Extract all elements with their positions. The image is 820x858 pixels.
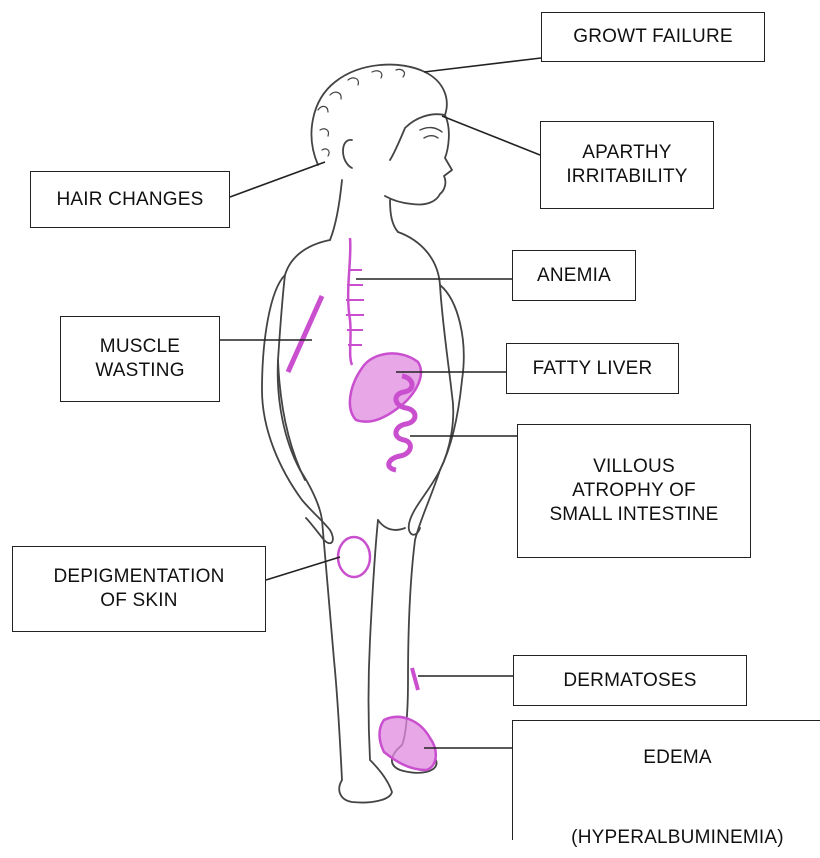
label-anemia: ANEMIA [512,250,636,301]
face-outline [385,115,452,205]
label-dermatoses-text: DERMATOSES [563,669,696,693]
left-leg [322,520,392,803]
label-depigmentation-text: DEPIGMENTATION OF SKIN [54,565,225,613]
muscle-wasting-highlight [288,296,322,372]
label-growth-failure: GROWT FAILURE [541,12,765,62]
hair-outline [312,65,447,165]
groin [378,520,405,530]
label-growth-failure-text: GROWT FAILURE [573,25,733,49]
label-fatty-liver: FATTY LIVER [506,343,679,394]
label-muscle-wasting-text: MUSCLE WASTING [95,335,184,383]
label-hair-changes-text: HAIR CHANGES [56,188,203,212]
edema-highlight [380,717,436,770]
neck-right [390,200,398,232]
label-villous-atrophy-text: VILLOUS ATROPHY OF SMALL INTESTINE [549,455,718,527]
label-edema: EDEMA (HYPERALBUMINEMIA) [512,720,820,840]
depigmentation-highlight [338,537,370,577]
connector-apathy [442,116,540,155]
label-dermatoses: DERMATOSES [513,655,747,706]
label-edema-text: EDEMA (HYPERALBUMINEMIA) [571,738,784,858]
dermatoses-highlight [412,668,418,690]
neck-left [330,180,342,240]
label-villous-atrophy: VILLOUS ATROPHY OF SMALL INTESTINE [517,424,751,558]
label-anemia-text: ANEMIA [537,264,611,288]
ear-outline [343,140,352,168]
left-arm [262,275,333,543]
label-depigmentation: DEPIGMENTATION OF SKIN [12,546,266,632]
connector-hair [230,162,325,197]
label-hair-changes: HAIR CHANGES [30,171,230,228]
right-arm [409,285,464,535]
eye [424,136,438,138]
label-apathy-text: APARTHY IRRITABILITY [566,141,687,189]
eye-brow [420,128,442,132]
connector-depig [266,557,340,580]
label-apathy: APARTHY IRRITABILITY [540,121,714,209]
label-muscle-wasting: MUSCLE WASTING [60,316,220,402]
connector-growth [424,58,541,72]
label-fatty-liver-text: FATTY LIVER [533,357,653,381]
hair-curls [318,69,404,156]
